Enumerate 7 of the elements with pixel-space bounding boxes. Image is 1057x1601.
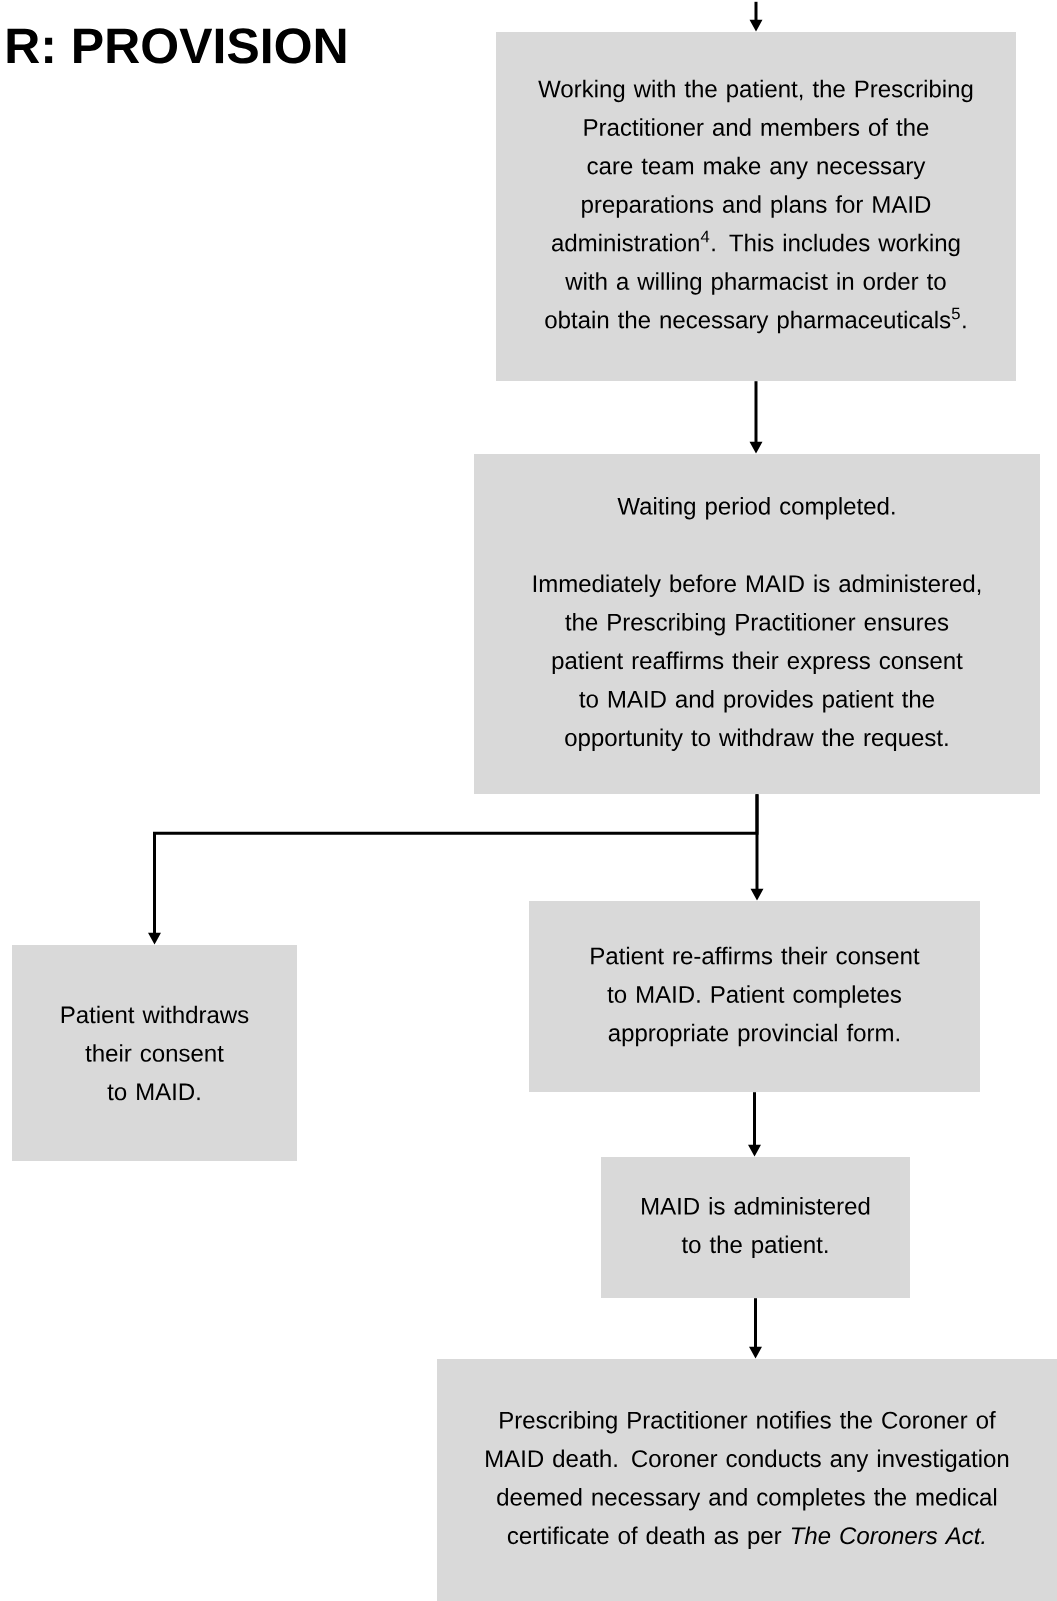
process-box: Prescribing Practitioner notifies the Coroner of MAID death. Coroner conducts any investigation deemed necessary and completes the medical certificate of death as per The Coroners Act. (437, 1359, 1057, 1601)
process-box: MAID is administered to the patient. (601, 1157, 910, 1298)
title: R: PROVISION (7, 28, 346, 64)
process-box: Waiting period completed. Immediately before MAID is administered, the Prescribing Practitioner ensures patient reaffirms their express consent to MAID and provides patient the opportunity to withdraw the request. (474, 454, 1040, 794)
process-box: Patient re-affirms their consent to MAID. Patient completes appropriate provincial form. (529, 901, 980, 1092)
process-box: Working with the patient, the Prescribing Practitioner and members of the care team make any necessary preparations and plans for MAID administration$^{4}$. This includes working with a willing pharmacist in order to obtain the necessary pharmaceuticals$^{5}$. (496, 32, 1016, 381)
process-box: Patient withdraws their consent to MAID. (12, 945, 297, 1161)
